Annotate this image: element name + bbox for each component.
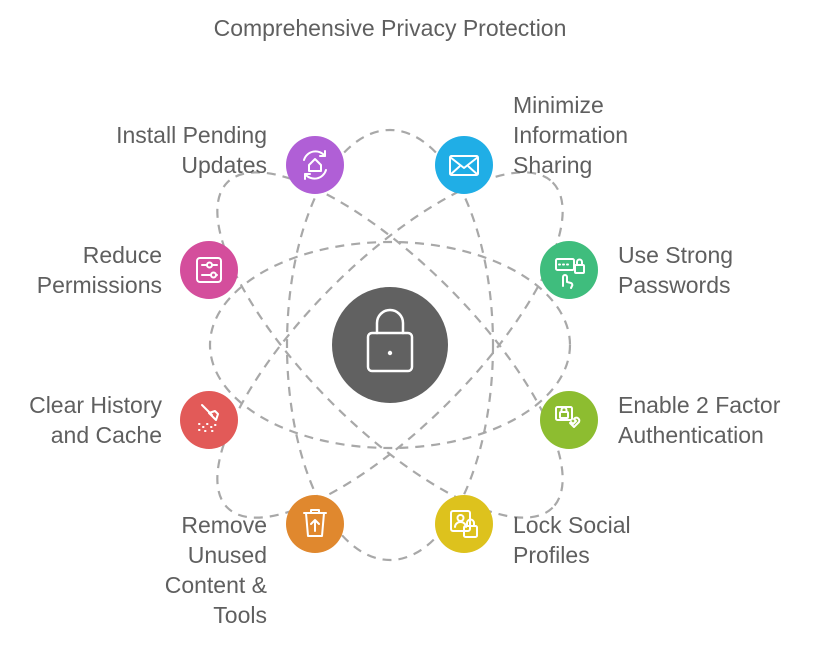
label-lock-profiles: Lock Social Profiles — [513, 512, 631, 568]
node-remove-unused — [286, 495, 344, 553]
orbit-ellipse-vertical — [285, 128, 495, 562]
lock-icon — [366, 308, 414, 373]
node-two-factor — [540, 391, 598, 449]
label-reduce-permissions: Reduce Permissions — [36, 242, 162, 298]
label-strong-passwords: Use Strong Passwords — [618, 242, 734, 298]
node-minimize-sharing — [435, 136, 493, 194]
center-node — [332, 287, 448, 403]
node-install-updates — [286, 136, 344, 194]
node-circle — [435, 136, 493, 194]
profile-lock-icon — [450, 510, 478, 538]
diagram-title: Comprehensive Privacy Protection — [213, 15, 567, 41]
node-circle — [180, 391, 238, 449]
label-minimize-sharing: Minimize Information Sharing — [513, 92, 629, 178]
orbit-ellipse-horizontal — [208, 240, 572, 450]
node-circle — [286, 136, 344, 194]
node-lock-profiles — [435, 495, 493, 553]
node-reduce-permissions — [180, 241, 238, 299]
phone-lock-icon — [555, 406, 581, 428]
label-install-updates: Install Pending Updates — [116, 122, 267, 178]
sliders-icon — [196, 257, 222, 283]
broom-icon — [198, 404, 219, 432]
label-clear-history: Clear History and Cache — [29, 392, 162, 448]
node-circle — [180, 241, 238, 299]
trash-icon — [303, 509, 327, 537]
refresh-gear-icon — [303, 150, 327, 180]
label-two-factor: Enable 2 Factor Authentication — [618, 392, 781, 448]
envelope-icon — [449, 155, 479, 176]
node-clear-history — [180, 391, 238, 449]
center-circle — [332, 287, 448, 403]
label-remove-unused: Remove Unused Content & Tools — [164, 512, 267, 628]
password-touch-icon — [555, 258, 585, 289]
orbit-ellipse-diagonal-a — [216, 171, 564, 519]
node-strong-passwords — [540, 241, 598, 299]
